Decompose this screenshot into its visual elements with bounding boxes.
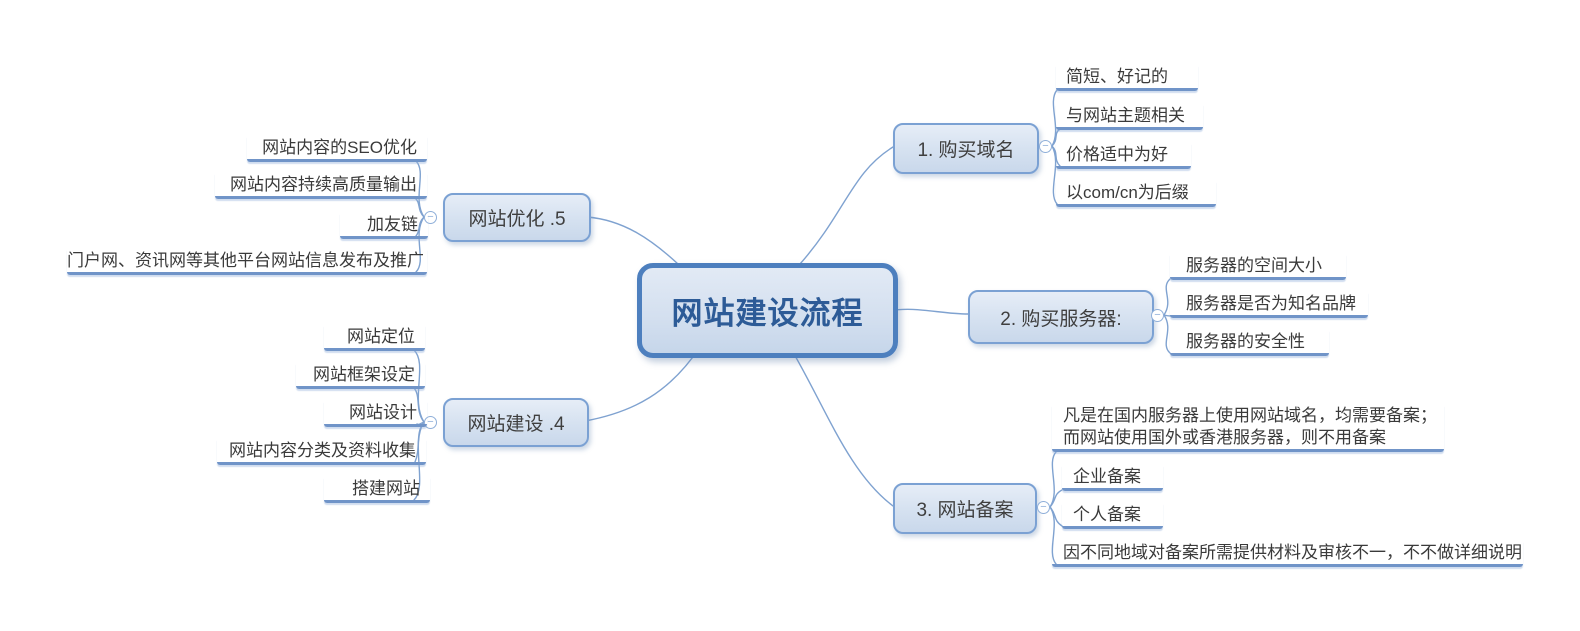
leaf-item[interactable]: 加友链 <box>340 213 428 239</box>
leaf-item[interactable]: 与网站主题相关 <box>1056 104 1203 130</box>
leaf-item[interactable]: 网站定位 <box>324 325 425 351</box>
leaf-item[interactable]: 个人备案 <box>1062 503 1163 529</box>
branch-curve-domain <box>799 146 894 265</box>
collapse-toggle-icon[interactable]: − <box>424 416 437 429</box>
leaf-item[interactable]: 因不同地域对备案所需提供材料及审核不一，不不做详细说明 <box>1052 541 1523 567</box>
leaf-item[interactable]: 服务器的安全性 <box>1170 330 1329 356</box>
branch-curve-server <box>887 308 969 315</box>
collapse-toggle-icon[interactable]: − <box>1037 501 1050 514</box>
node-site-build[interactable]: 网站建设 .4 <box>443 398 589 447</box>
node-site-beian[interactable]: 3. 网站备案 <box>893 483 1037 534</box>
central-topic[interactable]: 网站建设流程 <box>637 263 898 358</box>
leaf-item[interactable]: 网站内容分类及资料收集 <box>217 439 426 465</box>
node-buy-server[interactable]: 2. 购买服务器: <box>968 290 1154 344</box>
leaf-item[interactable]: 凡是在国内服务器上使用网站域名，均需要备案； 而网站使用国外或香港服务器，则不用… <box>1052 405 1444 452</box>
leaf-item[interactable]: 网站内容的SEO优化 <box>247 136 427 162</box>
leaf-item[interactable]: 门户网、资讯网等其他平台网站信息发布及推广 <box>67 249 427 275</box>
branch-curve-build <box>584 346 701 422</box>
branch-curve-beian <box>789 346 894 507</box>
collapse-toggle-icon[interactable]: − <box>1151 309 1164 322</box>
leaf-item[interactable]: 价格适中为好 <box>1056 143 1191 169</box>
leaf-item[interactable]: 企业备案 <box>1062 465 1163 491</box>
branch-curve-optimize <box>586 216 679 265</box>
leaf-item[interactable]: 网站内容持续高质量输出 <box>215 173 427 199</box>
leaf-item[interactable]: 网站框架设定 <box>296 363 425 389</box>
collapse-toggle-icon[interactable]: − <box>1039 140 1052 153</box>
node-site-optimize[interactable]: 网站优化 .5 <box>443 193 591 242</box>
leaf-item[interactable]: 网站设计 <box>324 401 427 427</box>
leaf-item[interactable]: 以com/cn为后缀 <box>1056 181 1216 207</box>
leaf-item[interactable]: 服务器是否为知名品牌 <box>1170 292 1368 318</box>
leaf-item[interactable]: 服务器的空间大小 <box>1170 254 1346 280</box>
node-buy-domain[interactable]: 1. 购买域名 <box>893 123 1039 174</box>
leaf-item[interactable]: 搭建网站 <box>324 477 430 503</box>
leaf-item[interactable]: 简短、好记的 <box>1056 65 1198 91</box>
